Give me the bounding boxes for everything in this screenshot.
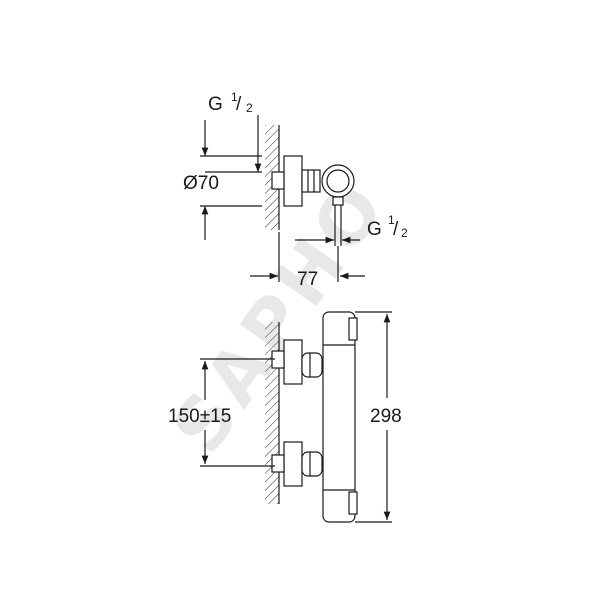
outlet-thread-slash: / — [393, 219, 399, 240]
front-view — [200, 311, 392, 523]
top-pipe-stub — [271, 171, 285, 190]
diameter-label: Ø70 — [183, 173, 219, 194]
top-view — [200, 115, 365, 282]
front-upper-flange — [283, 339, 303, 385]
top-wall-flange — [283, 155, 303, 207]
inlet-thread-label: G — [208, 94, 223, 115]
inlet-thread-numerator: 1 — [231, 90, 238, 104]
outlet-thread-denominator: 2 — [401, 226, 408, 240]
inlet-thread-slash: / — [236, 94, 242, 115]
spacing-label: 150±15 — [168, 406, 231, 427]
thermostat-body — [322, 311, 356, 523]
top-connector — [301, 169, 321, 193]
front-lower-flange — [283, 441, 303, 487]
front-wall-hatch — [265, 322, 279, 504]
depth-label: 77 — [297, 269, 318, 290]
outlet-thread-numerator: 1 — [388, 213, 395, 227]
outlet-thread-label: G — [367, 219, 382, 240]
height-label: 298 — [370, 406, 402, 427]
top-outlet — [332, 196, 344, 206]
inlet-thread-denominator: 2 — [246, 101, 253, 115]
